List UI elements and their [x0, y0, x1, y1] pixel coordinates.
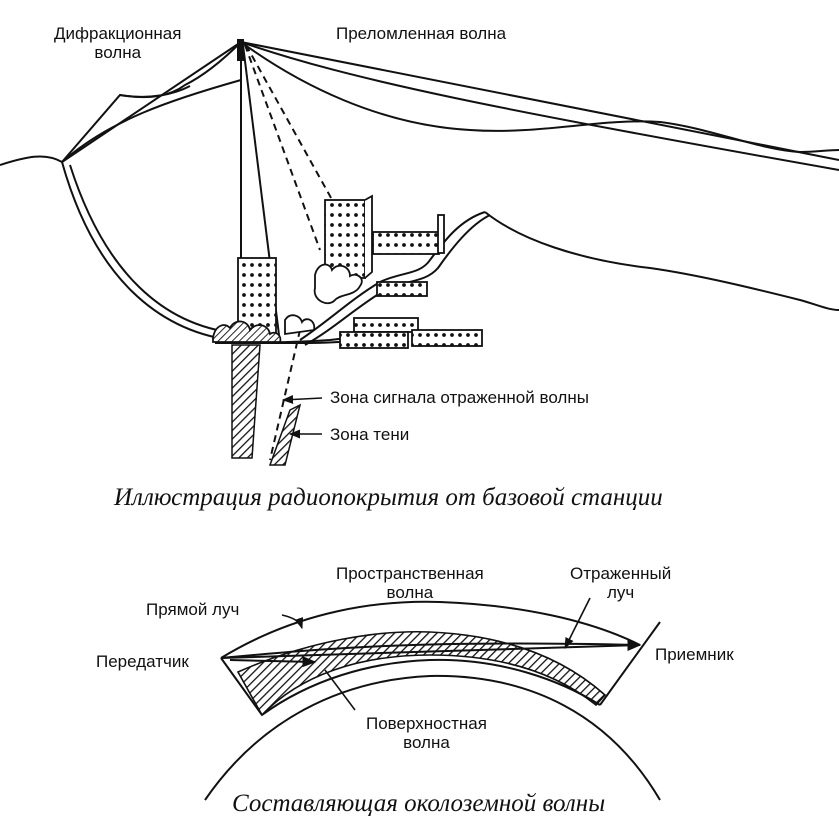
- caption-bottom: Составляющая околоземной волны: [232, 790, 606, 817]
- label-surface-wave-line2: волна: [403, 733, 450, 752]
- coverage-dash-3: [269, 329, 301, 461]
- tower-building-right-side: [364, 194, 373, 279]
- terrain-right-hills: [484, 211, 839, 311]
- terrain-mid-ridge2: [61, 79, 242, 163]
- label-reflected-ray-line2: луч: [606, 583, 635, 602]
- reflected-ray-line: [220, 642, 641, 659]
- factory-building: [372, 231, 440, 255]
- label-transmitter: Передатчик: [96, 652, 189, 671]
- factory-chimney: [437, 214, 445, 254]
- tree-cluster-2: [313, 263, 363, 305]
- diffraction-ray: [61, 41, 242, 163]
- top-figure: [0, 39, 839, 466]
- caption-top: Иллюстрация радиопокрытия от базовой ста…: [114, 484, 663, 511]
- reflected-zone-leader: [281, 395, 323, 404]
- block-1: [376, 281, 428, 297]
- label-space-wave: Пространственная волна: [336, 564, 484, 602]
- label-space-wave-line1: Пространственная: [336, 564, 484, 583]
- buildings: [212, 194, 483, 349]
- transmitter-mast: [220, 657, 263, 716]
- direct-ray-leader: [281, 614, 304, 630]
- earth-surface-layer: [236, 630, 607, 717]
- label-surface-wave-line1: Поверхностная: [366, 714, 487, 733]
- surface-arrow: [229, 656, 317, 668]
- top-leader-lines: [281, 395, 323, 439]
- terrain-valley-inner: [69, 164, 236, 334]
- label-shadow-zone: Зона тени: [330, 425, 410, 444]
- earth-outer-arc: [204, 674, 661, 801]
- reflected-zone-wedge: [231, 344, 261, 459]
- tree-cluster-3: [284, 314, 316, 336]
- terrain-valley-outer: [61, 161, 351, 346]
- label-receiver: Приемник: [655, 645, 734, 664]
- surface-wave-leader: [324, 669, 356, 711]
- shadow-zone-wedge: [268, 403, 302, 466]
- block-4: [411, 329, 483, 347]
- earth-inner-arc: [261, 658, 601, 716]
- tree-cluster-1: [212, 320, 282, 343]
- label-diffraction-wave-line2: волна: [94, 43, 142, 62]
- terrain-right-slope: [299, 211, 486, 341]
- label-reflected-ray-line1: Отраженный: [570, 564, 672, 583]
- label-space-wave-line2: волна: [386, 583, 434, 602]
- block-2: [353, 317, 419, 333]
- block-3: [339, 331, 409, 349]
- label-diffraction-wave-line1: Дифракционная: [54, 24, 182, 43]
- coverage-dash-1: [244, 44, 321, 251]
- receiver-mast: [599, 621, 661, 706]
- bottom-figure: [204, 600, 661, 801]
- label-reflected-ray: Отраженный луч: [570, 564, 671, 602]
- label-diffraction-wave: Дифракционная волна: [54, 24, 181, 62]
- space-wave-arc: [220, 600, 641, 659]
- bottom-leader-lines: [281, 597, 591, 711]
- label-refracted-wave: Преломленная волна: [336, 24, 507, 43]
- tower-building-right: [324, 199, 366, 279]
- refracted-ray: [240, 41, 839, 161]
- coverage-dash-2: [245, 44, 336, 206]
- terrain-far-ridge: [240, 41, 839, 154]
- reflected-ray-leader: [564, 597, 591, 650]
- label-reflected-zone: Зона сигнала отраженной волны: [330, 388, 589, 407]
- label-surface-wave: Поверхностная волна: [366, 714, 487, 752]
- refracted-ray-lower: [240, 41, 839, 171]
- label-direct-ray: Прямой луч: [146, 600, 240, 619]
